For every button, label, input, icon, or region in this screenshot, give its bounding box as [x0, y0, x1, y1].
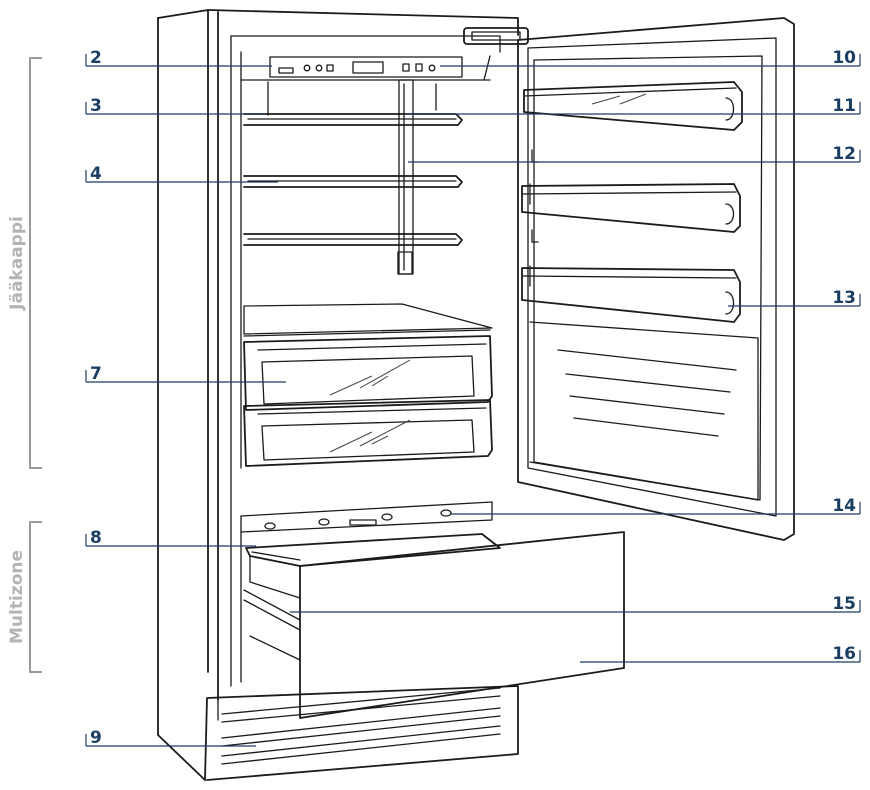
glass-shelves [243, 113, 463, 246]
control-panel [269, 55, 491, 81]
callout-7: 7 [90, 364, 102, 384]
zone-bracket-multizone [29, 521, 42, 673]
leader-lines [85, 54, 861, 747]
multizone-compartment [221, 501, 625, 765]
crisper-drawers [243, 303, 493, 467]
callout-2: 2 [90, 48, 102, 68]
callout-3: 3 [90, 96, 102, 116]
zone-label-multizone: Multizone [7, 550, 27, 644]
zone-label-refrigerator: Jääkaappi [7, 216, 27, 311]
callout-13: 13 [832, 288, 856, 308]
callout-8: 8 [90, 528, 102, 548]
callout-10: 10 [832, 48, 856, 68]
open-door [463, 17, 795, 541]
callout-16: 16 [832, 644, 856, 664]
callout-9: 9 [90, 728, 102, 748]
zone-bracket-refrigerator [29, 57, 42, 469]
callout-4: 4 [90, 164, 102, 184]
callout-11: 11 [832, 96, 856, 116]
callout-12: 12 [832, 144, 856, 164]
callout-14: 14 [832, 496, 856, 516]
cabinet [157, 9, 519, 781]
lighting-and-rail [267, 79, 437, 275]
callout-15: 15 [832, 594, 856, 614]
